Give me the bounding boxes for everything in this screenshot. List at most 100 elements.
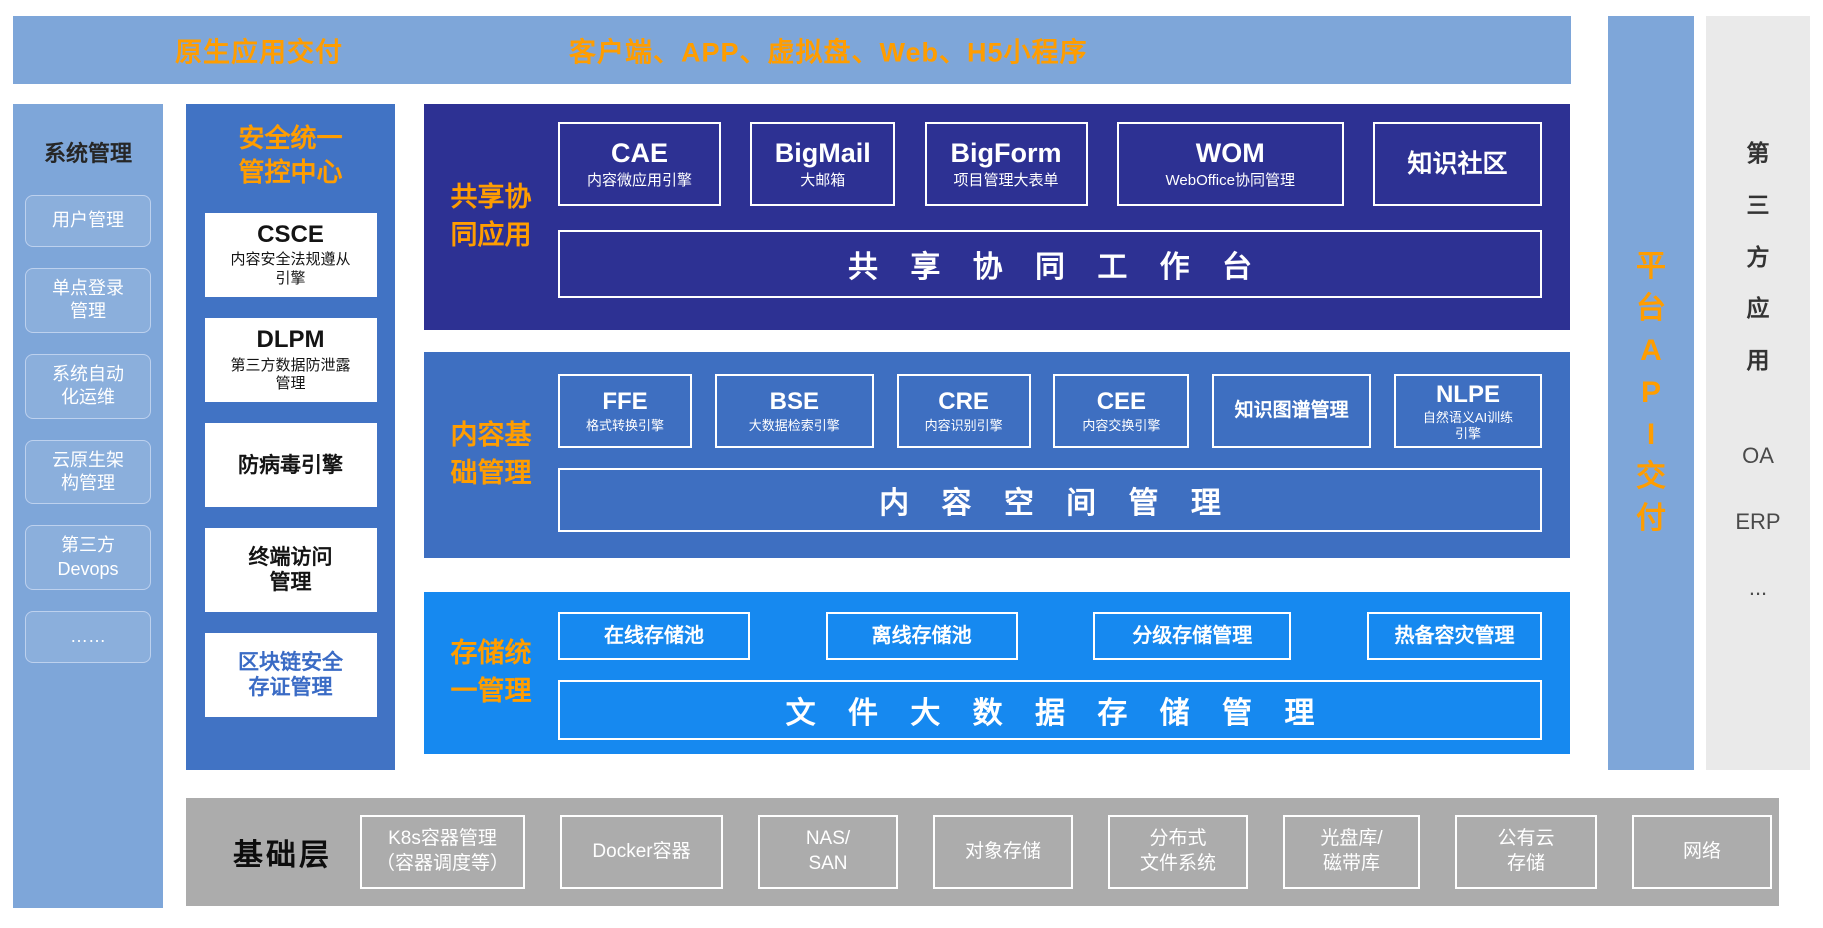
third-party-title-char: 第 bbox=[1746, 140, 1770, 166]
platform-api-char: P bbox=[1640, 376, 1661, 409]
storage-layer-label: 存储统 一管理 bbox=[450, 638, 532, 706]
platform-api-char: 台 bbox=[1636, 292, 1666, 325]
native-app-delivery-label: 原生应用交付 bbox=[175, 37, 343, 68]
module-name: BigMail bbox=[774, 138, 871, 169]
module-desc: 内容微应用引擎 bbox=[586, 171, 692, 189]
module-name: WOM bbox=[1195, 138, 1265, 169]
antivirus-engine-module: 防病毒引擎 bbox=[204, 423, 377, 508]
base-item-network: 网络 bbox=[1632, 815, 1772, 889]
module-desc: 内容识别引擎 bbox=[924, 418, 1003, 433]
sys-item-auto-ops: 系统自动 化运维 bbox=[25, 353, 151, 419]
collaboration-layer-label: 共享协 同应用 bbox=[450, 182, 532, 250]
module-name: 在线存储池 bbox=[604, 624, 704, 647]
collaboration-module-row: CAE 内容微应用引擎 BigMail 大邮箱 BigForm 项目管理大表单 … bbox=[558, 122, 1542, 206]
sys-item-more: …… bbox=[25, 611, 151, 664]
sys-item-sso-management: 单点登录 管理 bbox=[25, 268, 151, 333]
module-desc: 大数据检索引擎 bbox=[748, 418, 840, 433]
module-name: 热备容灾管理 bbox=[1394, 624, 1515, 647]
module-name: CAE bbox=[610, 138, 668, 169]
module-name: 防病毒引擎 bbox=[238, 453, 343, 477]
bigmail-module: BigMail 大邮箱 bbox=[750, 122, 896, 206]
top-banner: 原生应用交付 客户端、APP、虚拟盘、Web、H5小程序 bbox=[13, 16, 1571, 84]
sys-item-user-management: 用户管理 bbox=[25, 195, 151, 247]
base-layer-bar: 基础层 K8s容器管理 （容器调度等） Docker容器 NAS/ SAN 对象… bbox=[186, 798, 1779, 906]
module-desc: 格式转换引擎 bbox=[585, 418, 664, 433]
sys-item-cloud-native-arch: 云原生架 构管理 bbox=[25, 439, 151, 505]
module-desc: 大邮箱 bbox=[800, 171, 846, 189]
cee-module: CEE 内容交换引擎 bbox=[1053, 374, 1190, 448]
disaster-recovery-module: 热备容灾管理 bbox=[1366, 612, 1542, 660]
third-party-title-char: 方 bbox=[1746, 243, 1770, 270]
module-name: CRE bbox=[938, 388, 989, 416]
module-desc: 内容交换引擎 bbox=[1082, 418, 1161, 433]
online-storage-pool-module: 在线存储池 bbox=[558, 612, 750, 660]
base-item-k8s-container: K8s容器管理 （容器调度等） bbox=[360, 815, 525, 889]
knowledge-community-module: 知识社区 bbox=[1373, 122, 1542, 206]
platform-api-char: I bbox=[1646, 418, 1656, 451]
wom-module: WOM WebOffice协同管理 bbox=[1116, 122, 1344, 206]
platform-api-char: 交 bbox=[1636, 460, 1666, 493]
third-party-title-char: 三 bbox=[1746, 191, 1770, 218]
third-party-title-char: 应 bbox=[1746, 295, 1770, 322]
collaboration-layer-body: CAE 内容微应用引擎 BigMail 大邮箱 BigForm 项目管理大表单 … bbox=[558, 104, 1570, 330]
platform-api-char: 平 bbox=[1636, 250, 1666, 283]
platform-api-char: A bbox=[1640, 334, 1662, 367]
base-item-docker-container: Docker容器 bbox=[560, 815, 723, 889]
module-name: 离线存储池 bbox=[871, 624, 972, 647]
security-center-title: 安全统一 管控中心 bbox=[238, 123, 343, 187]
module-desc: 自然语义AI训练 引擎 bbox=[1422, 410, 1514, 441]
module-desc: 第三方数据防泄露 管理 bbox=[230, 356, 351, 393]
module-name: DLPM bbox=[256, 325, 325, 353]
sys-item-third-party-devops: 第三方 Devops bbox=[25, 525, 151, 591]
module-name: CEE bbox=[1096, 388, 1147, 416]
offline-storage-pool-module: 离线存储池 bbox=[825, 612, 1018, 660]
bigform-module: BigForm 项目管理大表单 bbox=[924, 122, 1088, 206]
knowledge-graph-module: 知识图谱管理 bbox=[1212, 374, 1372, 448]
third-party-panel: 第 三 方 应 用 OA ERP ... bbox=[1706, 16, 1810, 770]
module-name: NLPE bbox=[1435, 380, 1500, 408]
module-desc: 项目管理大表单 bbox=[953, 171, 1059, 189]
third-party-item-more: ... bbox=[1748, 574, 1768, 600]
content-layer-body: FFE 格式转换引擎 BSE 大数据检索引擎 CRE 内容识别引擎 CEE 内容… bbox=[558, 352, 1570, 558]
base-item-optical-tape-library: 光盘库/ 磁带库 bbox=[1283, 815, 1420, 889]
collaboration-layer: 共享协 同应用 CAE 内容微应用引擎 BigMail 大邮箱 BigForm … bbox=[424, 104, 1570, 330]
third-party-item-oa: OA bbox=[1742, 442, 1774, 468]
content-layer-label: 内容基 础管理 bbox=[450, 420, 532, 488]
storage-layer-body: 在线存储池 离线存储池 分级存储管理 热备容灾管理 文 件 大 数 据 存 储 … bbox=[558, 592, 1570, 754]
collaboration-workbench-bar: 共 享 协 同 工 作 台 bbox=[558, 230, 1542, 298]
content-module-row: FFE 格式转换引擎 BSE 大数据检索引擎 CRE 内容识别引擎 CEE 内容… bbox=[558, 374, 1542, 448]
third-party-item-erp: ERP bbox=[1735, 508, 1781, 534]
module-name: 终端访问 管理 bbox=[248, 546, 333, 595]
security-center-panel: 安全统一 管控中心 CSCE 内容安全法规遵从 引擎 DLPM 第三方数据防泄露… bbox=[186, 104, 395, 770]
module-name: FFE bbox=[602, 388, 648, 416]
endpoint-access-module: 终端访问 管理 bbox=[204, 528, 377, 613]
bse-module: BSE 大数据检索引擎 bbox=[714, 374, 874, 448]
client-channels-label: 客户端、APP、虚拟盘、Web、H5小程序 bbox=[569, 37, 1088, 68]
system-management-title: 系统管理 bbox=[43, 141, 132, 166]
module-name: 分级存储管理 bbox=[1132, 624, 1253, 647]
module-name: BigForm bbox=[950, 138, 1062, 169]
module-name: 知识社区 bbox=[1407, 149, 1508, 178]
cre-module: CRE 内容识别引擎 bbox=[896, 374, 1031, 448]
dlpm-module: DLPM 第三方数据防泄露 管理 bbox=[204, 317, 377, 403]
module-name: 区块链安全 存证管理 bbox=[238, 651, 343, 700]
content-space-management-bar: 内 容 空 间 管 理 bbox=[558, 468, 1542, 532]
module-name: BSE bbox=[769, 388, 819, 416]
storage-layer: 存储统 一管理 在线存储池 离线存储池 分级存储管理 热备容灾管理 文 件 大 … bbox=[424, 592, 1570, 754]
file-bigdata-storage-bar: 文 件 大 数 据 存 储 管 理 bbox=[558, 680, 1542, 740]
base-layer-title: 基础层 bbox=[233, 839, 332, 872]
content-layer: 内容基 础管理 FFE 格式转换引擎 BSE 大数据检索引擎 CRE 内容识别引… bbox=[424, 352, 1570, 558]
nlpe-module: NLPE 自然语义AI训练 引擎 bbox=[1393, 374, 1542, 448]
platform-api-bar: 平 台 A P I 交 付 bbox=[1608, 16, 1694, 770]
module-name: 知识图谱管理 bbox=[1234, 400, 1349, 422]
module-name: CSCE bbox=[257, 220, 324, 248]
base-item-distributed-fs: 分布式 文件系统 bbox=[1108, 815, 1248, 889]
module-desc: WebOffice协同管理 bbox=[1165, 171, 1295, 189]
base-item-nas-san: NAS/ SAN bbox=[758, 815, 898, 889]
ffe-module: FFE 格式转换引擎 bbox=[558, 374, 692, 448]
platform-api-char: 付 bbox=[1636, 502, 1666, 535]
tiered-storage-module: 分级存储管理 bbox=[1093, 612, 1292, 660]
third-party-title-char: 用 bbox=[1746, 347, 1770, 373]
module-desc: 内容安全法规遵从 引擎 bbox=[230, 251, 351, 288]
